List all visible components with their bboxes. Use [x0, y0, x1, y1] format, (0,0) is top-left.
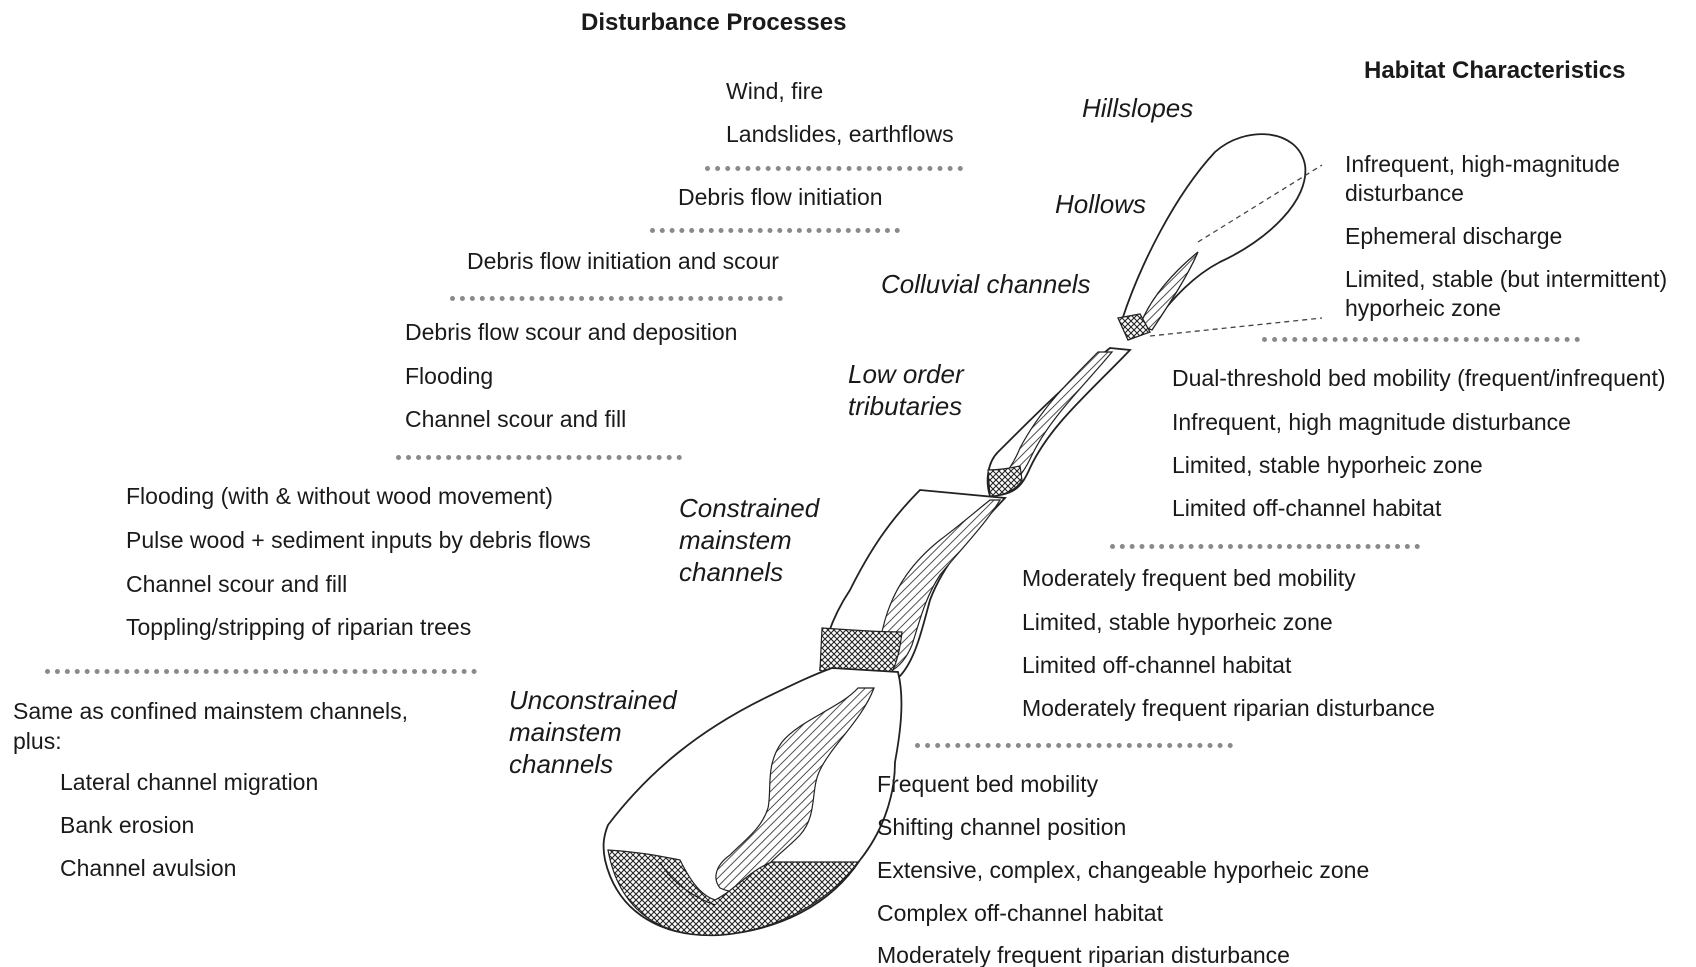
disturbance-item: Debris flow scour and deposition: [405, 318, 737, 346]
zone-label-low-order-tributaries: Low order tributaries: [848, 358, 964, 422]
separator-dotted: [450, 296, 783, 301]
disturbance-item: Landslides, earthflows: [726, 120, 954, 148]
disturbance-item: Channel scour and fill: [405, 405, 626, 433]
habitat-item: Limited off-channel habitat: [1022, 651, 1291, 679]
disturbance-item: Debris flow initiation and scour: [467, 247, 779, 275]
zone-label-hollows: Hollows: [1055, 188, 1146, 220]
habitat-item: Shifting channel position: [877, 813, 1126, 841]
habitat-item: Infrequent, high-magnitude: [1345, 150, 1620, 178]
habitat-item: Extensive, complex, changeable hyporheic…: [877, 856, 1369, 884]
habitat-item: Ephemeral discharge: [1345, 222, 1562, 250]
separator-dotted: [1110, 544, 1420, 549]
separator-dotted: [705, 166, 963, 171]
constrained-mainstem-shape: [820, 490, 1005, 679]
zone-label-constrained-mainstem: Constrained mainstem channels: [679, 492, 819, 588]
habitat-item: Moderately frequent riparian disturbance: [877, 941, 1290, 967]
disturbance-item: Toppling/stripping of riparian trees: [126, 613, 471, 641]
zone-label-line: Constrained: [679, 492, 819, 524]
habitat-item: hyporheic zone: [1345, 294, 1501, 322]
habitat-item: Limited, stable hyporheic zone: [1022, 608, 1333, 636]
disturbance-item: Debris flow initiation: [678, 183, 883, 211]
habitat-item: Moderately frequent riparian disturbance: [1022, 694, 1435, 722]
disturbance-item: Bank erosion: [60, 811, 194, 839]
zone-label-line: mainstem: [509, 716, 677, 748]
separator-dotted: [396, 455, 682, 460]
disturbance-item: Wind, fire: [726, 77, 823, 105]
habitat-item: Limited, stable hyporheic zone: [1172, 451, 1483, 479]
zone-label-line: mainstem: [679, 524, 819, 556]
zone-label-hillslopes: Hillslopes: [1082, 92, 1193, 124]
habitat-item: Frequent bed mobility: [877, 770, 1098, 798]
habitat-characteristics-title: Habitat Characteristics: [1364, 57, 1625, 85]
habitat-item: Infrequent, high magnitude disturbance: [1172, 408, 1571, 436]
zone-label-unconstrained-mainstem: Unconstrained mainstem channels: [509, 684, 677, 780]
low-order-tributary-shape: [988, 348, 1130, 496]
separator-dotted: [45, 669, 477, 674]
habitat-item: Complex off-channel habitat: [877, 899, 1163, 927]
zone-label-colluvial-channels: Colluvial channels: [881, 268, 1091, 300]
habitat-item: Limited off-channel habitat: [1172, 494, 1441, 522]
zone-label-line: channels: [679, 556, 819, 588]
disturbance-item: Flooding: [405, 362, 493, 390]
hillslope-hollow-shape: [1118, 134, 1322, 340]
zone-label-line: Low order: [848, 358, 964, 390]
habitat-item: Limited, stable (but intermittent): [1345, 265, 1667, 293]
habitat-item: Dual-threshold bed mobility (frequent/in…: [1172, 364, 1666, 392]
zone-label-line: channels: [509, 748, 677, 780]
disturbance-item: Channel avulsion: [60, 854, 236, 882]
disturbance-item: Pulse wood + sediment inputs by debris f…: [126, 526, 591, 554]
disturbance-item: Channel scour and fill: [126, 570, 347, 598]
disturbance-processes-title: Disturbance Processes: [581, 9, 846, 37]
zone-label-line: tributaries: [848, 390, 964, 422]
habitat-item: Moderately frequent bed mobility: [1022, 564, 1356, 592]
separator-dotted: [650, 228, 900, 233]
disturbance-item: Lateral channel migration: [60, 768, 318, 796]
disturbance-intro: plus:: [13, 727, 62, 755]
separator-dotted: [1262, 337, 1580, 342]
zone-label-line: Unconstrained: [509, 684, 677, 716]
disturbance-item: Flooding (with & without wood movement): [126, 482, 553, 510]
separator-dotted: [915, 743, 1233, 748]
disturbance-intro: Same as confined mainstem channels,: [13, 697, 408, 725]
habitat-item: disturbance: [1345, 179, 1464, 207]
